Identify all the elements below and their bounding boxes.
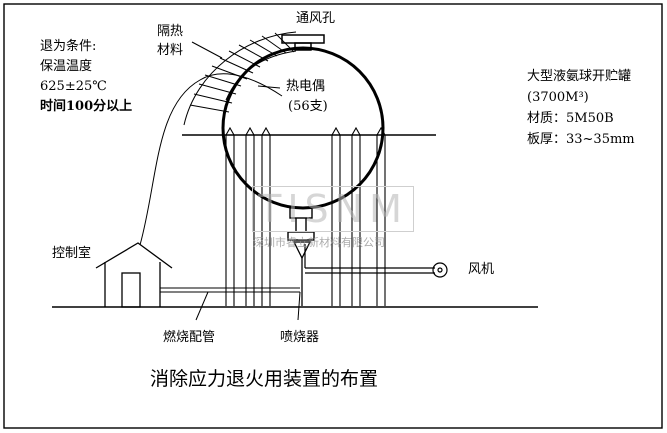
insulation-label-2: 材料 xyxy=(157,43,184,58)
conditions-heading: 退为条件: xyxy=(40,39,97,54)
fuel-pipe-label: 燃烧配管 xyxy=(163,330,216,345)
tank-spec-name: 大型液氨球开贮罐 xyxy=(527,69,632,84)
insulation-label-1: 隔热 xyxy=(157,24,184,39)
tank-spec-volume: (3700M³) xyxy=(527,90,589,105)
leader-lines xyxy=(191,41,301,321)
fan-duct xyxy=(304,244,448,278)
conditions-time: 时间100分以上 xyxy=(40,99,133,114)
bottom-nozzle xyxy=(287,207,315,241)
watermark-company: 深圳市睿立新材料有限公司 xyxy=(253,236,385,249)
support-columns xyxy=(225,126,386,306)
thermocouple-wire xyxy=(139,73,283,246)
tank-spec-material: 材质：5M50B xyxy=(527,111,614,126)
watermark-logo: TISNM xyxy=(252,186,414,232)
outer-border xyxy=(3,3,663,429)
thermocouple-count: (56支) xyxy=(288,99,328,114)
thermocouple-label: 热电偶 xyxy=(286,79,326,94)
vent-nozzle xyxy=(281,34,325,51)
control-room-label: 控制室 xyxy=(52,246,92,261)
fuel-piping xyxy=(160,287,300,293)
control-room-building xyxy=(95,242,173,308)
fan-label: 风机 xyxy=(468,262,495,277)
diagram-title: 消除应力退火用装置的布置 xyxy=(150,368,379,390)
spherical-tank xyxy=(221,46,385,210)
conditions-holding-temp-label: 保温温度 xyxy=(40,59,93,74)
tank-spec-thickness: 板厚：33~35mm xyxy=(527,132,635,147)
burner-label: 喷烧器 xyxy=(280,330,320,345)
vent-label: 通风孔 xyxy=(296,11,336,26)
conditions-temp-value: 625±25℃ xyxy=(40,79,107,94)
burner xyxy=(292,241,312,306)
